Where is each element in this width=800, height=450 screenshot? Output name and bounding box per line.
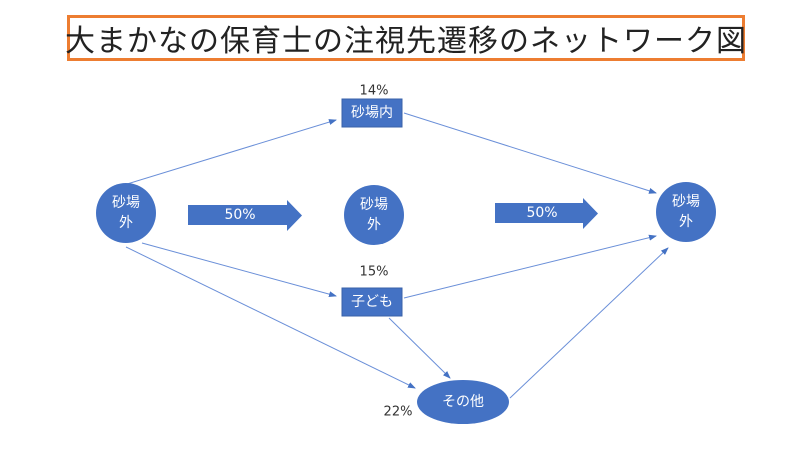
edge-other-to-end [509,247,669,399]
node-end: 砂場 外 [656,182,716,242]
node-middle-line1: 砂場 [360,197,388,213]
node-start-line1: 砂場 [112,195,140,211]
edge-children-to-end [403,234,657,299]
block-arrow-first: 50% [188,200,302,231]
node-children-label: 子ども [351,294,393,310]
node-other-percent: 22% [384,405,413,420]
node-sandbox-in: 砂場内 14% [341,84,403,128]
node-start-line2: 外 [119,215,133,231]
block-arrow-second-label: 50% [526,205,557,221]
node-middle-line2: 外 [367,217,381,233]
node-children: 子ども 15% [341,265,403,317]
node-start: 砂場 外 [96,183,156,243]
edge-start-to-other [125,246,416,389]
node-other-label: その他 [442,394,484,410]
node-other: その他 22% [384,380,509,424]
diagram-title: 大まかなの保育士の注視先遷移のネットワーク図 [65,15,746,61]
node-end-line2: 外 [679,214,693,230]
block-arrow-second: 50% [495,198,598,229]
edge-children-to-other [388,317,451,379]
edge-start-to-children [141,242,337,298]
node-sandbox-in-percent: 14% [360,84,389,99]
block-arrow-first-label: 50% [224,207,255,223]
edge-start-to-sandbox-in [126,119,337,185]
edge-sandbox-in-to-end [403,112,657,194]
node-middle: 砂場 外 [344,185,404,245]
node-children-percent: 15% [360,265,389,280]
node-end-line1: 砂場 [672,194,700,210]
node-sandbox-in-label: 砂場内 [351,105,393,121]
